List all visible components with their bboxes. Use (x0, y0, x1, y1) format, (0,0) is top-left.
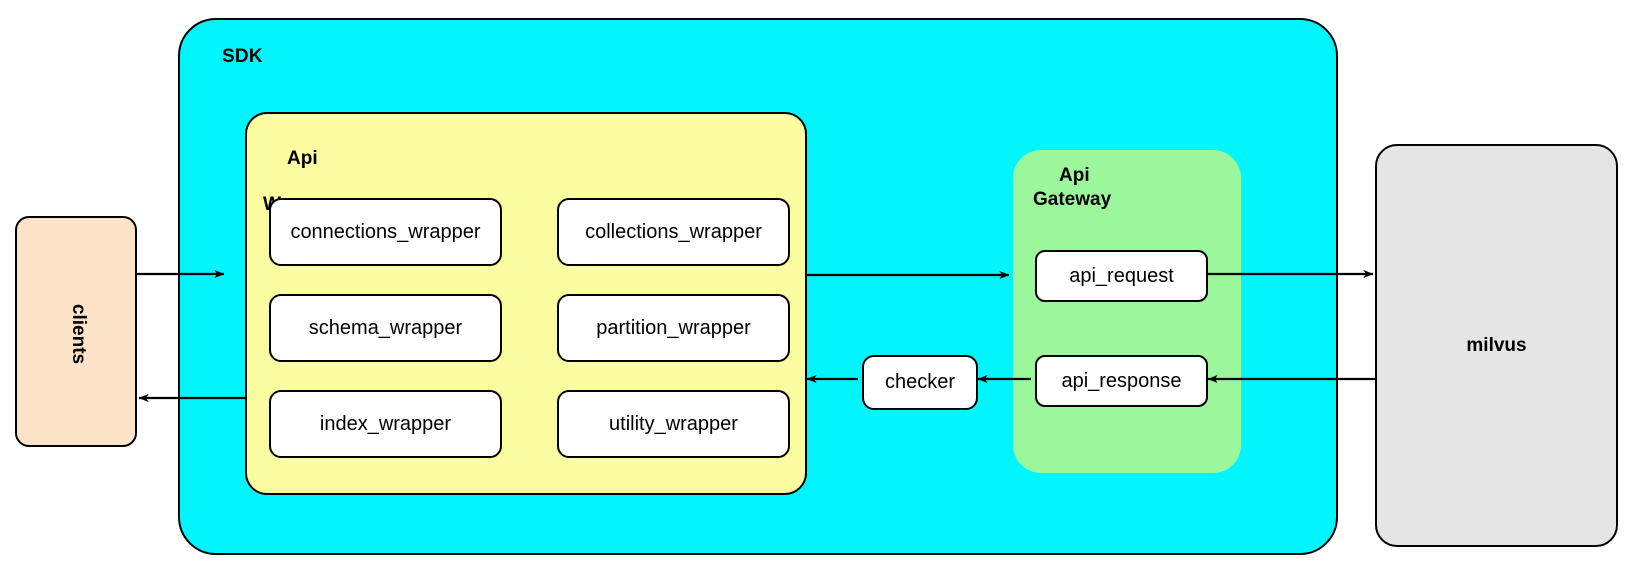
api-wrapper-container: Api Wrapper connections_wrapper collecti… (245, 112, 807, 495)
node-label: index_wrapper (319, 412, 452, 435)
node-label: checker (884, 371, 956, 393)
node-api-response[interactable]: api_response (1035, 355, 1208, 407)
api-gateway-container: Api Gateway api_request api_response (1013, 150, 1241, 473)
sdk-label: SDK (222, 46, 263, 67)
node-label: partition_wrapper (596, 316, 751, 339)
node-schema-wrapper[interactable]: schema_wrapper (269, 294, 502, 362)
node-utility-wrapper[interactable]: utility_wrapper (557, 390, 790, 458)
api-gateway-label-line1: Api (1059, 165, 1090, 186)
api-wrapper-label-line1: Api (287, 148, 318, 169)
node-connections-wrapper[interactable]: connections_wrapper (269, 198, 502, 266)
clients-label: clients (67, 303, 89, 364)
node-label: connections_wrapper (290, 220, 481, 243)
clients-label-wrap: clients (17, 218, 139, 449)
node-label: schema_wrapper (308, 316, 463, 339)
milvus-actor[interactable]: milvus (1375, 144, 1618, 547)
milvus-label: milvus (1466, 334, 1527, 356)
node-partition-wrapper[interactable]: partition_wrapper (557, 294, 790, 362)
clients-actor[interactable]: clients (15, 216, 137, 447)
node-index-wrapper[interactable]: index_wrapper (269, 390, 502, 458)
node-collections-wrapper[interactable]: collections_wrapper (557, 198, 790, 266)
node-checker[interactable]: checker (862, 355, 978, 410)
node-api-request[interactable]: api_request (1035, 250, 1208, 302)
node-label: utility_wrapper (609, 412, 738, 435)
node-label: api_response (1061, 369, 1182, 392)
api-gateway-label-line2: Gateway (1033, 189, 1112, 210)
node-label: api_request (1069, 264, 1174, 287)
api-gateway-label: Api Gateway (1033, 164, 1111, 212)
node-label: collections_wrapper (585, 220, 762, 243)
sdk-container: SDK Api Wrapper connections_wrapper coll… (178, 18, 1338, 555)
